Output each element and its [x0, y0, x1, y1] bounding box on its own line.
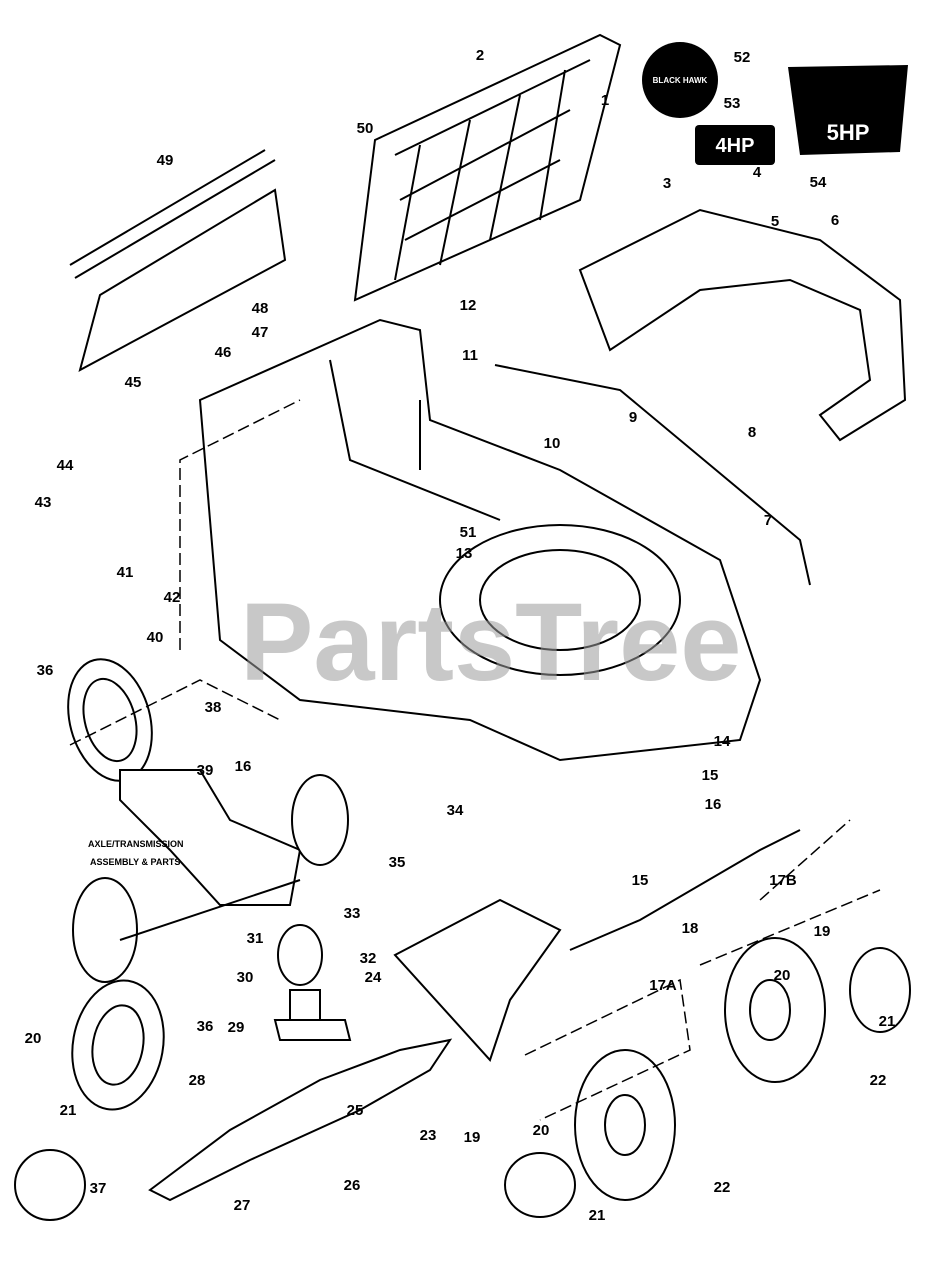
- callout-17A: 17A: [649, 977, 677, 994]
- callout-31: 31: [247, 930, 264, 947]
- callout-28: 28: [189, 1072, 206, 1089]
- front-bracket-24: [393, 898, 562, 1062]
- callout-11: 11: [462, 347, 478, 364]
- callout-21: 21: [589, 1207, 606, 1224]
- callout-12: 12: [460, 297, 477, 314]
- callout-22: 22: [714, 1179, 731, 1196]
- callout-21: 21: [879, 1013, 896, 1030]
- hubcap-19-right: [849, 947, 911, 1033]
- svg-text:AXLE/TRANSMISSION: AXLE/TRANSMISSION: [88, 839, 184, 849]
- callout-19: 19: [814, 923, 831, 940]
- hubcap-37: [14, 1149, 86, 1221]
- callout-43: 43: [35, 494, 52, 511]
- callout-21: 21: [60, 1102, 77, 1119]
- svg-text:5HP: 5HP: [827, 120, 870, 145]
- callout-46: 46: [215, 344, 232, 361]
- callout-49: 49: [157, 152, 174, 169]
- callout-6: 6: [831, 212, 839, 229]
- decal-54: 5HP: [788, 65, 908, 155]
- callout-20: 20: [774, 967, 791, 984]
- callout-36: 36: [37, 662, 54, 679]
- callout-19: 19: [464, 1129, 481, 1146]
- callout-14: 14: [714, 733, 731, 750]
- wheel-22-right: [724, 937, 826, 1083]
- callout-24: 24: [365, 969, 382, 986]
- hubcap-19-center: [504, 1152, 576, 1218]
- callout-37: 37: [90, 1180, 107, 1197]
- transmission-assembly: [72, 769, 349, 983]
- callout-15: 15: [632, 872, 649, 889]
- callout-13: 13: [456, 545, 473, 562]
- callout-9: 9: [629, 409, 637, 426]
- callout-40: 40: [147, 629, 164, 646]
- callout-30: 30: [237, 969, 254, 986]
- callout-4: 4: [753, 164, 762, 181]
- callout-27: 27: [234, 1197, 251, 1214]
- callout-54: 54: [810, 174, 827, 191]
- wheel-22-center: [574, 1049, 676, 1201]
- callout-16: 16: [705, 796, 722, 813]
- catcher-panel-45: [78, 188, 287, 372]
- svg-text:4HP: 4HP: [716, 135, 755, 157]
- callout-44: 44: [57, 457, 74, 474]
- callout-53: 53: [724, 95, 741, 112]
- callout-10: 10: [544, 435, 561, 452]
- mower-deck: [198, 318, 762, 762]
- callout-32: 32: [360, 950, 377, 967]
- callout-3: 3: [663, 175, 671, 192]
- callout-1: 1: [601, 92, 609, 109]
- grass-catcher-frame: [353, 33, 622, 302]
- svg-text:BLACK HAWK: BLACK HAWK: [653, 76, 708, 85]
- callout-20: 20: [533, 1122, 550, 1139]
- callout-42: 42: [164, 589, 181, 606]
- callout-50: 50: [357, 120, 374, 137]
- callout-39: 39: [197, 762, 214, 779]
- callout-45: 45: [125, 374, 142, 391]
- decal-52-logo: BLACK HAWK: [642, 42, 718, 118]
- callout-2: 2: [476, 47, 484, 64]
- watermark: PartsTree: [240, 581, 741, 704]
- callout-15: 15: [702, 767, 719, 784]
- callout-22: 22: [870, 1072, 887, 1089]
- axle-18: [569, 829, 801, 951]
- callout-36: 36: [197, 1018, 214, 1035]
- axle-transmission-note: AXLE/TRANSMISSION ASSEMBLY & PARTS: [88, 839, 184, 867]
- callout-5: 5: [771, 213, 779, 230]
- callout-35: 35: [389, 854, 406, 871]
- adapter-29: [273, 989, 352, 1041]
- svg-text:ASSEMBLY & PARTS: ASSEMBLY & PARTS: [90, 857, 180, 867]
- callout-18: 18: [682, 920, 699, 937]
- callout-25: 25: [347, 1102, 364, 1119]
- blade-28: [148, 1038, 453, 1202]
- callout-20: 20: [25, 1030, 42, 1047]
- callout-34: 34: [447, 802, 464, 819]
- callout-38: 38: [205, 699, 222, 716]
- callout-26: 26: [344, 1177, 361, 1194]
- callout-16: 16: [235, 758, 252, 775]
- callout-33: 33: [344, 905, 361, 922]
- callout-23: 23: [420, 1127, 437, 1144]
- pulley-31: [277, 924, 323, 986]
- callout-48: 48: [252, 300, 269, 317]
- decal-53: 4HP: [695, 125, 775, 165]
- callout-41: 41: [117, 564, 134, 581]
- discharge-chute-4: [578, 208, 907, 442]
- cable-7: [494, 364, 811, 586]
- callout-17B: 17B: [769, 872, 797, 889]
- callout-47: 47: [252, 324, 269, 341]
- callout-52: 52: [734, 49, 751, 66]
- handle-rod-49: [69, 149, 276, 279]
- callout-8: 8: [748, 424, 756, 441]
- callout-51: 51: [460, 524, 477, 541]
- callout-29: 29: [228, 1019, 245, 1036]
- callout-7: 7: [764, 512, 772, 529]
- wheel-36-lower: [71, 979, 165, 1111]
